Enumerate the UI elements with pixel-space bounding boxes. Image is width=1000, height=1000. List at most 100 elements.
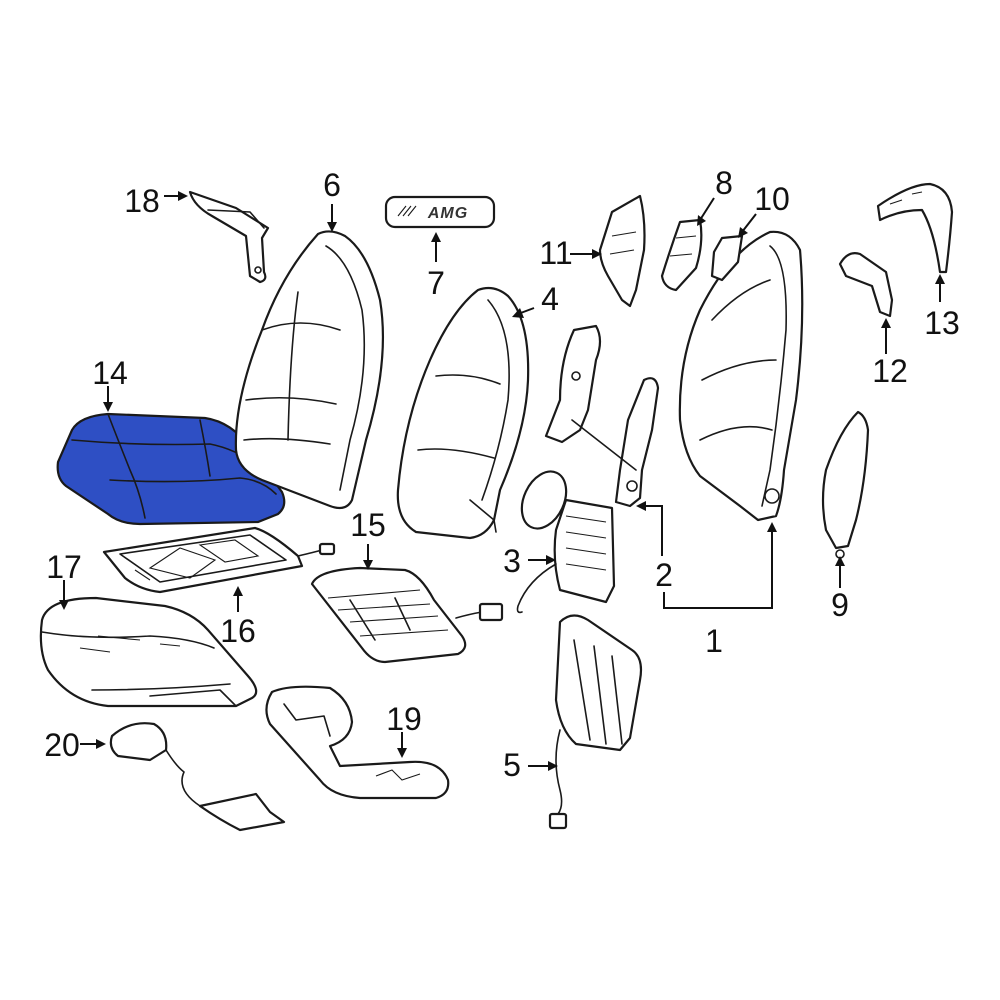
callout-6: 6 [323, 167, 341, 203]
part-17-seat-foam[interactable] [39, 596, 258, 708]
arrow-9 [835, 556, 845, 566]
callout-18: 18 [124, 183, 160, 219]
callout-16: 16 [220, 613, 256, 649]
leader-10 [741, 213, 757, 233]
arrow-15 [363, 560, 373, 570]
part-9-side-panel[interactable] [821, 410, 870, 559]
part-8-clip[interactable] [660, 218, 703, 292]
plate-inner [119, 534, 287, 583]
part-4-backrest-foam[interactable] [396, 286, 530, 540]
frame-outline [678, 230, 804, 522]
pad-connector [478, 602, 504, 622]
frame-pivot [764, 488, 780, 504]
arrow-12 [881, 318, 891, 328]
badge-plate [384, 195, 496, 229]
part-12-bracket[interactable] [838, 252, 894, 318]
part-2-side-frame[interactable] [544, 324, 660, 508]
rear-panel-ribs [573, 639, 623, 745]
part-20-switch[interactable] [109, 722, 286, 832]
callout-9: 9 [831, 587, 849, 623]
arrow-19 [397, 748, 407, 758]
arrow-2 [636, 501, 646, 511]
bracket-edge [207, 209, 265, 229]
part-16-cushion-plate[interactable] [102, 526, 336, 594]
part-6-backrest-cover[interactable] [234, 230, 384, 510]
backrest-foam-outline [396, 286, 530, 540]
cushion-seam [109, 477, 277, 495]
arrow-17 [59, 600, 69, 610]
foam-outline [39, 596, 258, 708]
foam-edge [91, 683, 231, 691]
plate-openings [134, 539, 260, 581]
part-11-trim[interactable] [598, 194, 646, 308]
callout-1: 1 [705, 623, 723, 659]
cushion-seam [107, 413, 146, 519]
cover-seams [287, 291, 299, 441]
badge-text: AMG [427, 205, 468, 222]
callout-7: 7 [427, 265, 445, 301]
foam-bolster [481, 299, 510, 501]
arrow-4 [512, 308, 524, 318]
pad-ribs [327, 589, 449, 637]
frame-hole [626, 480, 638, 492]
arrow-1 [767, 522, 777, 532]
leader-1 [663, 528, 773, 609]
part-18-bracket[interactable] [188, 190, 270, 284]
switch-housing [109, 722, 168, 762]
pad-wire [455, 611, 483, 619]
part-7-badge[interactable]: AMG [384, 195, 496, 229]
rear-panel-connector [548, 812, 568, 830]
callout-5: 5 [503, 747, 521, 783]
cover-bolster [325, 245, 366, 491]
leader-8 [699, 197, 715, 221]
part-5-rear-panel[interactable] [548, 614, 643, 830]
plate-wire [297, 549, 323, 557]
pad-slots [349, 597, 411, 641]
arrow-16 [233, 586, 243, 596]
part-19-side-shield[interactable] [265, 685, 450, 800]
part-3-lumbar[interactable] [513, 464, 616, 614]
trim-ribs [609, 231, 637, 255]
switch-bracket [198, 792, 286, 832]
callout-13: 13 [924, 305, 960, 341]
part-13-panel[interactable] [876, 182, 954, 274]
frame-cross [699, 279, 777, 441]
cross-tube [571, 419, 637, 471]
foam-tab [469, 499, 497, 533]
bracket-outline [188, 190, 270, 284]
foam-lower [149, 689, 237, 707]
callout-10: 10 [754, 181, 790, 217]
part-15-cushion-pad[interactable] [310, 566, 504, 664]
arrow-10 [738, 227, 748, 238]
arrow-20 [96, 739, 106, 749]
shield-switch [375, 769, 421, 781]
panel13-holes [889, 191, 923, 205]
arrow-8 [697, 215, 706, 226]
switch-cable [165, 749, 241, 821]
plate-connector [318, 542, 336, 556]
bracket-hole [254, 266, 262, 274]
arrow-13 [935, 274, 945, 284]
rear-panel-wire [555, 729, 563, 815]
callout-19: 19 [386, 701, 422, 737]
foam-edge [41, 631, 215, 649]
shield-inner [283, 703, 331, 737]
callout-11: 11 [539, 235, 572, 271]
cover-seams [243, 322, 341, 445]
foam-marks [79, 635, 181, 653]
callout-14: 14 [92, 355, 128, 391]
pad-outline [310, 566, 467, 664]
panel9-outline [821, 410, 870, 550]
clip-ribs [669, 235, 697, 257]
arrow-18 [178, 191, 188, 201]
bracket12-outline [838, 252, 894, 318]
callout-15: 15 [350, 507, 386, 543]
plate-outline [102, 526, 304, 594]
panel13-outline [876, 182, 954, 274]
part-1-backrest-frame[interactable] [678, 230, 804, 522]
leader-2 [638, 505, 663, 556]
callout-12: 12 [872, 353, 908, 389]
callout-2: 2 [655, 557, 673, 593]
